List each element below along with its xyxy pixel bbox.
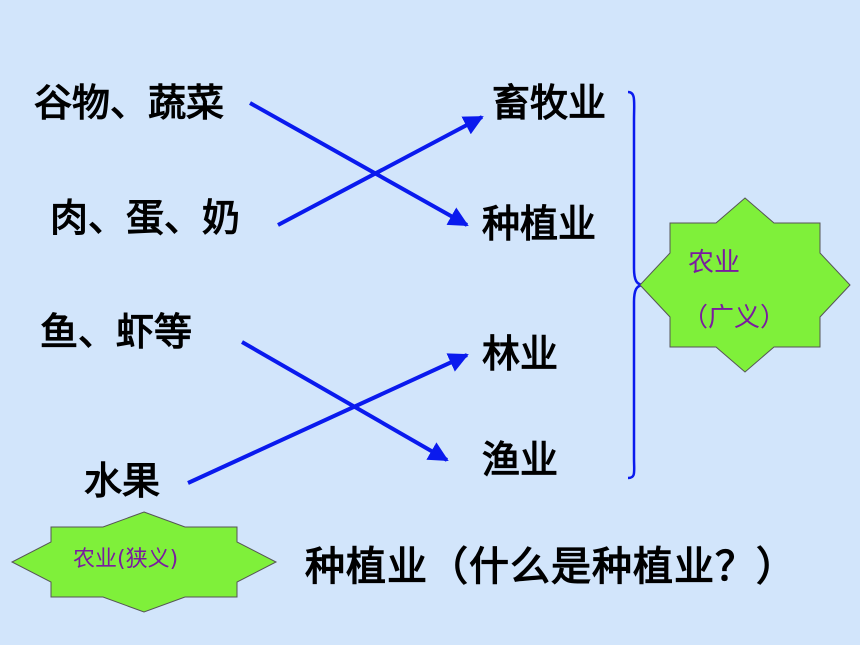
source-fish-label: 鱼、虾等 bbox=[40, 310, 193, 354]
target-fishery-label: 渔业 bbox=[482, 438, 559, 482]
source-grain-label: 谷物、蔬菜 bbox=[34, 81, 225, 125]
target-plant-label: 种植业 bbox=[482, 202, 597, 246]
arrow-grain-to-plant bbox=[249, 101, 469, 227]
broad-agriculture-line2: （广义） bbox=[682, 303, 787, 333]
broad-agriculture-line1: 农业 bbox=[688, 248, 741, 278]
source-meat-label: 肉、蛋、奶 bbox=[50, 196, 241, 240]
question-text: 种植业（什么是种植业？） bbox=[305, 544, 797, 590]
target-animal-label: 畜牧业 bbox=[492, 81, 607, 125]
arrow-fruit-to-forest bbox=[187, 353, 469, 485]
narrow-agriculture-star bbox=[10, 511, 278, 613]
target-forest-label: 林业 bbox=[482, 332, 559, 376]
narrow-agriculture-label: 农业(狭义) bbox=[73, 547, 179, 572]
arrow-meat-to-animal bbox=[277, 115, 484, 227]
broad-agriculture-star bbox=[639, 197, 851, 373]
arrow-fish-to-fishery bbox=[241, 340, 449, 462]
source-fruit-label: 水果 bbox=[84, 459, 161, 503]
